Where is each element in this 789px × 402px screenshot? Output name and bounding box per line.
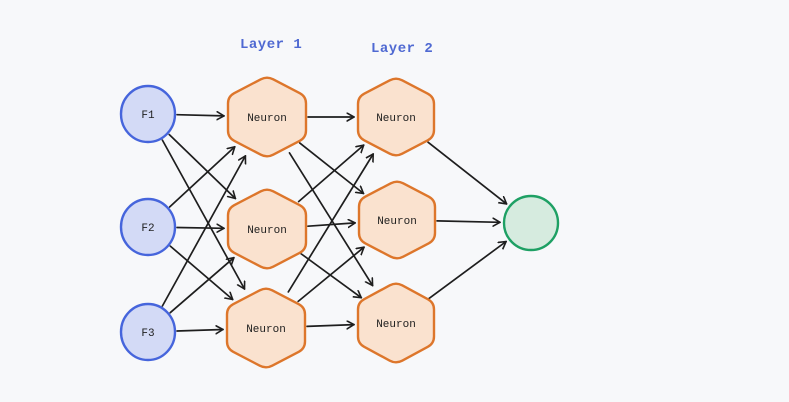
node-L2N2: Neuron <box>357 180 437 260</box>
edge-F2-L1N3 <box>169 245 234 301</box>
layer2-label: Layer 2 <box>371 41 434 57</box>
hexagon-L2N1 <box>356 77 436 157</box>
edge-L1N2-L2N1 <box>297 144 365 203</box>
ellipse-OUT <box>502 194 560 252</box>
edge-L2N1-OUT <box>427 141 508 205</box>
node-OUT <box>502 194 560 252</box>
edge-L1N2-L2N3 <box>299 252 363 299</box>
hexagon-L1N2 <box>226 188 308 270</box>
node-label-F1: F1 <box>141 110 155 122</box>
node-L2N1: Neuron <box>356 77 436 157</box>
hexagon-L2N3 <box>356 282 436 364</box>
edge-L1N2-L2N2 <box>307 223 356 226</box>
edge-L1N3-L2N1 <box>287 153 375 293</box>
node-label-L2N1: Neuron <box>376 113 416 125</box>
layer1-label: Layer 1 <box>240 37 303 53</box>
node-L1N1: Neuron <box>226 76 308 158</box>
node-label-L2N3: Neuron <box>376 319 416 331</box>
edge-F3-L1N1 <box>161 155 245 307</box>
edge-L2N3-OUT <box>428 240 507 300</box>
node-label-F3: F3 <box>141 328 154 340</box>
node-label-L1N3: Neuron <box>246 324 286 336</box>
node-L2N3: Neuron <box>356 282 436 364</box>
node-label-L1N2: Neuron <box>247 225 287 237</box>
hexagon-L1N3 <box>225 287 307 369</box>
node-F1: F1 <box>119 84 177 144</box>
edge-L1N1-L2N2 <box>298 142 365 195</box>
node-label-L1N1: Neuron <box>247 113 287 125</box>
node-label-L2N2: Neuron <box>377 216 417 228</box>
edge-F1-L1N1 <box>176 115 225 116</box>
edge-F2-L1N2 <box>176 228 225 229</box>
edge-F3-L1N3 <box>176 330 224 332</box>
node-L1N3: Neuron <box>225 287 307 369</box>
edge-L1N1-L2N3 <box>288 152 374 287</box>
node-F3: F3 <box>119 302 177 362</box>
edge-L1N3-L2N3 <box>306 325 355 327</box>
edge-F3-L1N2 <box>169 256 235 314</box>
hexagon-L2N2 <box>357 180 437 260</box>
edge-L1N3-L2N2 <box>297 246 365 303</box>
node-label-F2: F2 <box>141 223 154 235</box>
edge-F1-L1N2 <box>168 133 237 200</box>
edge-L2N2-OUT <box>436 221 501 222</box>
ellipse-F3 <box>119 302 177 362</box>
ellipse-F2 <box>119 197 177 257</box>
edge-F2-L1N1 <box>168 145 236 208</box>
node-F2: F2 <box>119 197 177 257</box>
hexagon-L1N1 <box>226 76 308 158</box>
ellipse-F1 <box>119 84 177 144</box>
node-L1N2: Neuron <box>226 188 308 270</box>
